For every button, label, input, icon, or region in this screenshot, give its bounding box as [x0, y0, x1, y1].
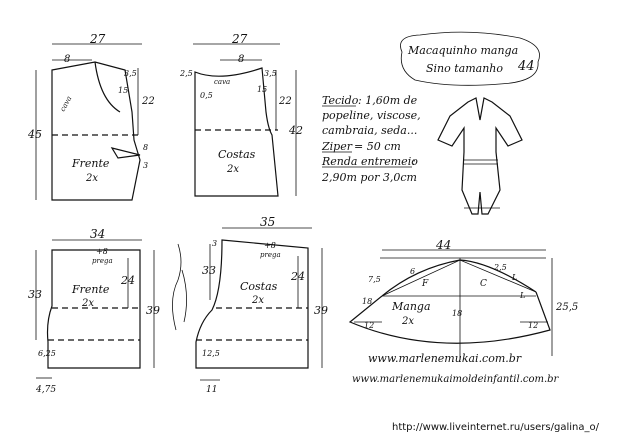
sleeve-piece: 44 7,5 6 2,5 L F C 18 18 12 12 L 25,5 Ma…	[348, 238, 578, 360]
neck-drop-label: 3,5	[264, 69, 277, 78]
dart-label: 8	[143, 143, 148, 152]
tag1-label: +8	[264, 241, 276, 250]
back-outline	[194, 67, 279, 197]
renda-values: 2,90m por 3,0cm	[321, 171, 417, 184]
width-label: 34	[90, 227, 105, 241]
tag1-label: +8	[96, 247, 108, 256]
signature	[172, 243, 187, 331]
signature-stroke	[172, 243, 187, 331]
piece-qty: 2x	[226, 164, 239, 175]
title-cloud	[400, 31, 540, 86]
width-label: 27	[231, 32, 248, 46]
renda-colon: :	[412, 155, 416, 168]
curve-label: 15	[257, 85, 267, 94]
front-bottom-outline	[46, 249, 141, 369]
footer-url: http://www.liveinternet.ru/users/galina_…	[392, 422, 600, 433]
piece-label: Frente	[71, 157, 110, 170]
top-back-piece: 27 8 2,5 3,5 22 42 15 0,5 cava Costas 2x	[179, 32, 303, 197]
fabrics-line2: cambraia, seda...	[322, 124, 417, 137]
websites-block: www.marlenemukai.com.br www.marlenemukai…	[352, 352, 560, 385]
curve2-label: 0,5	[200, 91, 213, 100]
right-label: 39	[146, 304, 160, 317]
piece-qty: 2x	[251, 295, 264, 306]
neck-drop-label: 3,5	[124, 69, 137, 78]
height-label: 25,5	[555, 302, 578, 313]
width-label: 27	[89, 32, 106, 46]
tecido-text: : 1,60m de	[358, 94, 418, 107]
website-2: www.marlenemukaimoldeinfantil.com.br	[352, 374, 560, 385]
ziper-value: = 50 cm	[354, 140, 401, 153]
low2-label: 12	[528, 321, 538, 330]
fold-label: cava	[59, 95, 74, 113]
dart2-label: 3	[143, 161, 148, 170]
crotch-label: 6,25	[38, 349, 56, 358]
back-bottom-outline	[195, 239, 309, 369]
tag2-label: prega	[92, 257, 113, 265]
piece-label: Costas	[240, 280, 278, 293]
dart-shape	[110, 147, 141, 159]
left-label: 7,5	[368, 275, 381, 284]
top-front-piece: 27 8 45 3,5 22 15 8 3 cava Frente 2x	[27, 32, 155, 201]
d2-label: 2,5	[493, 263, 507, 272]
width-label: 35	[260, 215, 275, 229]
f-label: F	[421, 279, 429, 289]
front-outline	[51, 61, 141, 201]
center-label: 18	[452, 309, 462, 318]
website-1: www.marlenemukai.com.br	[368, 352, 522, 365]
piece-label: Costas	[218, 148, 256, 161]
small-label: 2,5	[179, 69, 193, 78]
armhole-label: 22	[278, 96, 292, 107]
offset-label: 8	[238, 54, 244, 65]
height-label: 42	[288, 124, 303, 137]
romper-outline	[437, 97, 523, 215]
fold-label: cava	[214, 78, 230, 86]
crotch-label: 12,5	[202, 349, 220, 358]
piece-qty: 2x	[401, 316, 414, 327]
curve-label: 15	[118, 86, 128, 95]
title-line1: Macaquinho manga	[407, 44, 518, 57]
width-label: 44	[435, 238, 451, 252]
c-label: C	[480, 279, 487, 289]
piece-label: Manga	[391, 300, 431, 313]
title-line2: Sino tamanho	[426, 62, 503, 75]
title-size: 44	[517, 59, 535, 74]
tag2-label: prega	[260, 251, 281, 259]
garment-sketch	[437, 97, 523, 215]
sleeve-flare-outline	[348, 291, 551, 344]
top-label: 3	[212, 239, 217, 248]
d1-label: 6	[410, 267, 415, 276]
side-label: 18	[362, 297, 372, 306]
neckline-curve	[94, 61, 121, 113]
materials-block: Tecido : 1,60m de popeline, viscose, cam…	[321, 94, 421, 184]
inner-label: 24	[290, 270, 305, 283]
height-label: 33	[202, 264, 216, 277]
title-block: Macaquinho manga Sino tamanho 44	[400, 31, 540, 86]
armhole-label: 22	[141, 96, 155, 107]
bottom-label: 4,75	[35, 385, 56, 395]
right-label: 39	[314, 304, 328, 317]
height-label: 33	[28, 288, 42, 301]
fabrics-line1: popeline, viscose,	[322, 109, 421, 122]
low1-label: 12	[364, 321, 374, 330]
height-label: 45	[27, 128, 42, 141]
bottom-label: 11	[206, 385, 217, 395]
piece-qty: 2x	[81, 298, 94, 309]
d3-label: L	[511, 273, 517, 282]
bottom-front-piece: 34 +8 prega 33 24 39 6,25 4,75 Frente 2x	[28, 227, 160, 395]
renda-label: Renda entremeio	[321, 155, 418, 168]
l-label: L	[519, 291, 525, 300]
ziper-label: Ziper	[321, 140, 353, 153]
offset-label: 8	[64, 54, 70, 65]
bottom-back-piece: 35 3 +8 prega 33 24 39 12,5 11 Costas 2x	[195, 215, 328, 395]
piece-label: Frente	[71, 283, 110, 296]
piece-qty: 2x	[85, 173, 98, 184]
inner-label: 24	[120, 274, 135, 287]
tecido-label: Tecido	[322, 94, 359, 107]
